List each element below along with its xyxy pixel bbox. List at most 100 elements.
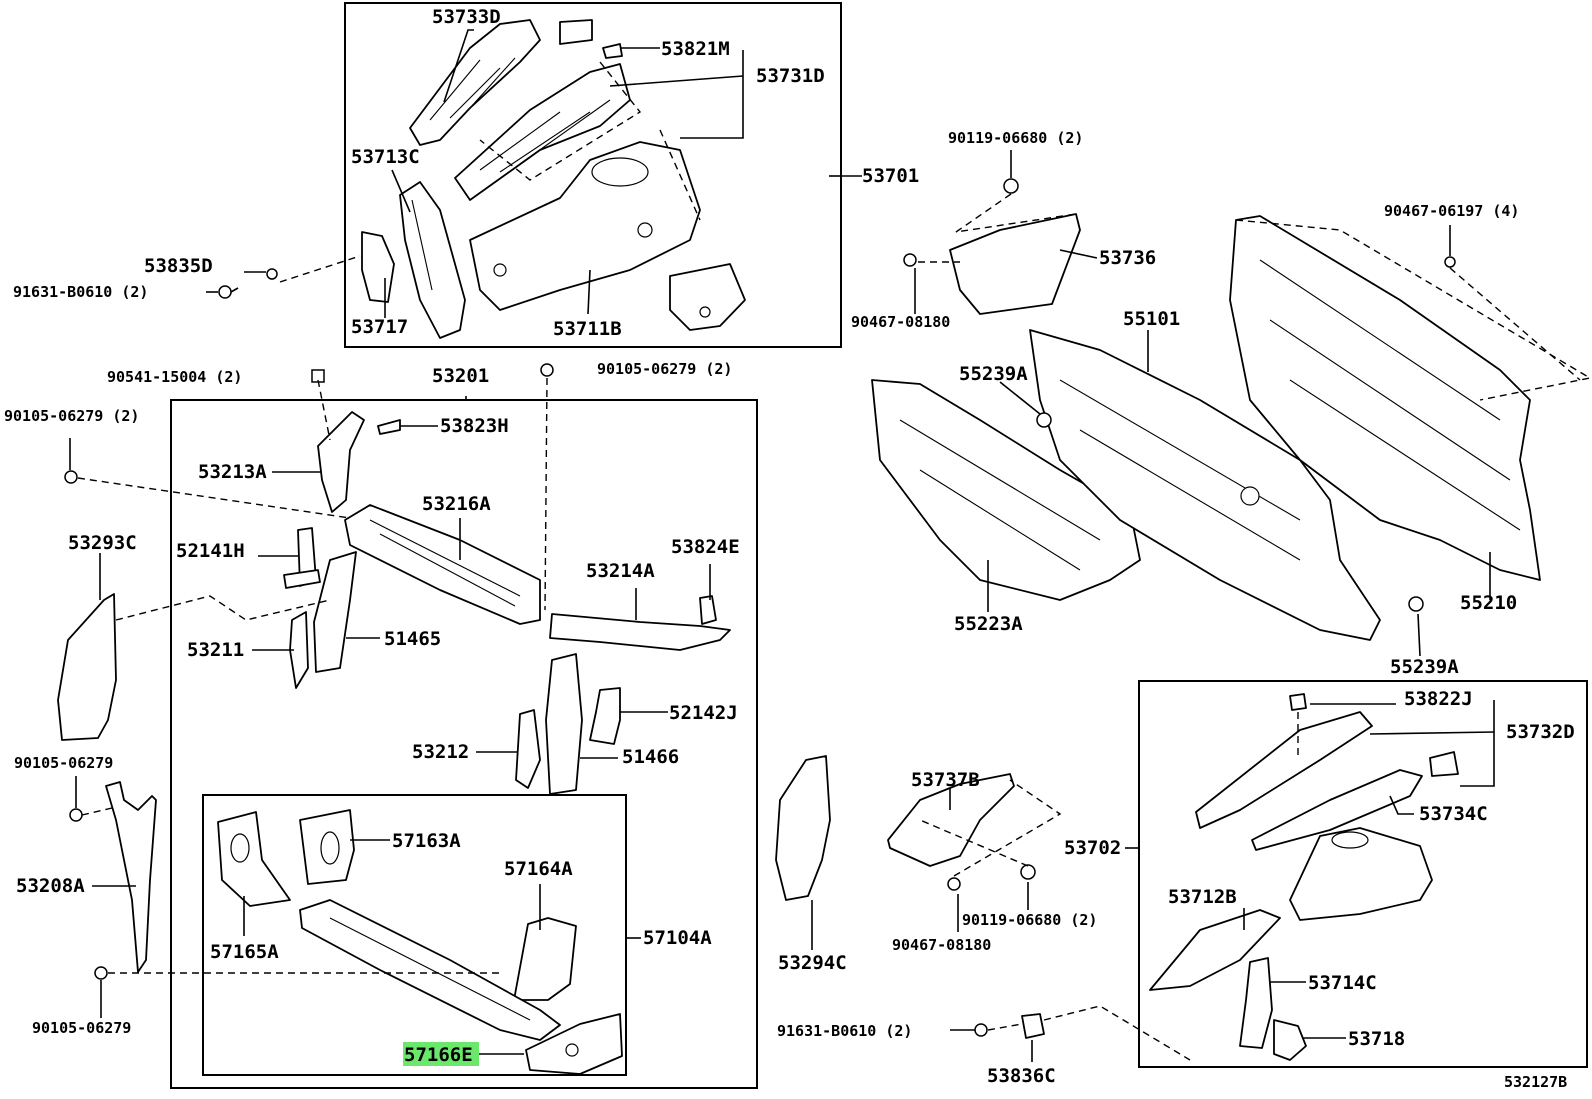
part-label-53731D: 53731D [756,65,825,87]
part-53213A-stay [317,411,365,513]
part-53714C-pillar [1239,957,1273,1049]
part-label-53712B: 53712B [1168,886,1237,908]
fastener-label-90105-top: 90105-06279 (2) [597,360,732,378]
bolt-icon [218,285,239,299]
bolt-icon [974,1023,988,1037]
part-label-53821M: 53821M [661,38,730,60]
part-53736-panel [949,213,1081,315]
part-label-57165A: 57165A [210,941,279,963]
alignment-lines [77,61,1592,1061]
assembly-box-57104A [202,794,627,1076]
fastener-label-90105-left: 90105-06279 (2) [4,407,139,425]
part-53822J-bracket [1289,693,1459,777]
clip-icon [1408,596,1424,612]
bolt-icon [69,808,83,822]
part-label-53737B: 53737B [911,769,980,791]
part-53732D-apron-upper [1195,711,1373,829]
part-label-53824E: 53824E [671,536,740,558]
part-label-55223A: 55223A [954,613,1023,635]
part-55210-silencer [1229,215,1541,581]
fastener-label-90467-top: 90467-08180 [851,313,950,331]
part-52142J-bracket [589,687,621,745]
bolt-icon [64,470,78,484]
part-53821M-bracket [559,19,623,59]
part-label-53718: 53718 [1348,1028,1405,1050]
part-label-53717: 53717 [351,316,408,338]
part-label-55101: 55101 [1123,308,1180,330]
assembly-box-53201 [170,399,758,1089]
part-label-57163A: 57163A [392,830,461,852]
part-label-57166E[interactable]: 57166E [404,1044,473,1066]
fastener-label-90467-right: 90467-06197 (4) [1384,202,1519,220]
part-label-53213A: 53213A [198,461,267,483]
fastener-label-91631-bottom: 91631-B0610 (2) [777,1022,912,1040]
part-label-53822J: 53822J [1404,688,1473,710]
diagram-id: 532127B [1504,1073,1567,1091]
part-label-53211: 53211 [187,639,244,661]
assembly-label-53701: 53701 [862,165,919,187]
part-53216A-support [344,504,541,625]
fastener-label-90119-top: 90119-06680 (2) [948,129,1083,147]
bolt-icon [1003,178,1019,194]
assembly-label-53702: 53702 [1064,837,1121,859]
part-55223A-insulator [871,379,1141,601]
part-57166E-bracket [525,1013,623,1075]
part-53293C-cover [57,593,117,741]
part-53734C-apron-member [1251,769,1423,851]
part-label-51466: 51466 [622,746,679,768]
part-lower-bracket-53701 [669,263,746,331]
part-53823H-clip [377,419,401,435]
bolt-icon [540,363,554,377]
clip-icon [1036,412,1052,428]
part-53713C-pillar [399,181,466,339]
part-57164A-brace [513,917,577,1001]
part-53733D-apron-upper [409,19,541,146]
bolt-icon [266,268,278,280]
part-53212-bracket [515,709,541,789]
bolt-icon [94,966,108,980]
part-55101-dash-panel [1029,329,1381,641]
part-front-crossmember [299,899,561,1041]
part-57165A-bracket [217,811,291,907]
part-label-53836C: 53836C [987,1065,1056,1087]
part-53836C-bracket [1021,1013,1045,1039]
part-52141H-bracket [283,527,321,589]
fastener-label-90105-mid: 90105-06279 [14,754,113,772]
assembly-label-53201: 53201 [432,365,489,387]
part-53294C-cover [775,755,831,901]
part-label-57164A: 57164A [504,858,573,880]
part-label-55210: 55210 [1460,592,1517,614]
part-label-53734C: 53734C [1419,803,1488,825]
assembly-label-57104A: 57104A [643,927,712,949]
part-label-53293C: 53293C [68,532,137,554]
fastener-label-90105-low: 90105-06279 [32,1019,131,1037]
fastener-label-90119-bottom: 90119-06680 (2) [962,911,1097,929]
part-label-53736: 53736 [1099,247,1156,269]
part-label-55239A-top: 55239A [959,363,1028,385]
part-label-53216A: 53216A [422,493,491,515]
leader-lines [69,29,1495,1062]
assembly-box-53701 [344,2,842,348]
part-label-52141H: 52141H [176,540,245,562]
part-label-51465: 51465 [384,628,441,650]
part-51465-brace [313,551,357,673]
part-label-53732D: 53732D [1506,721,1575,743]
part-57163A-bracket [299,809,355,885]
part-53717-bracket [361,231,395,303]
clip-icon [947,877,961,891]
highlight-marker [403,1042,479,1066]
bolt-icon [1020,864,1036,880]
part-label-53713C: 53713C [351,146,420,168]
part-label-53214A: 53214A [586,560,655,582]
fastener-label-91631-top: 91631-B0610 (2) [13,283,148,301]
part-label-55239A-bottom: 55239A [1390,656,1459,678]
part-53211-bracket [289,611,309,689]
part-53711B-apron-lower [469,141,701,311]
part-label-53711B: 53711B [553,318,622,340]
part-53208A-seal [105,781,157,973]
part-53712B-apron-lower [1149,909,1281,991]
part-label-53835D: 53835D [144,255,213,277]
part-label-53714C: 53714C [1308,972,1377,994]
part-label-53212: 53212 [412,741,469,763]
